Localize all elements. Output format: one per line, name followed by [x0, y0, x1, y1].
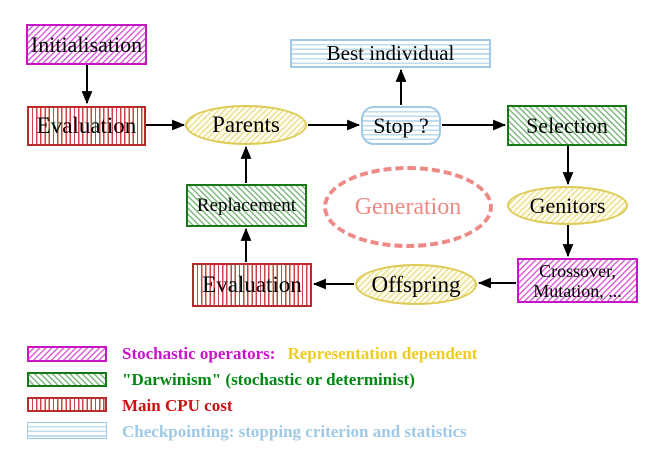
- legend-row-cpu-cost: Main CPU cost: [122, 395, 232, 417]
- legend-label-stochastic-operators: Stochastic operators:: [122, 344, 276, 363]
- node-generation: Generation: [323, 166, 493, 248]
- legend-label-cpu-cost: Main CPU cost: [122, 396, 233, 415]
- legend-swatch-cpu-cost: [27, 397, 107, 412]
- node-offspring-label: Offspring: [371, 271, 461, 297]
- node-replacement: Replacement: [186, 184, 307, 227]
- node-best-individual-label: Best individual: [326, 41, 455, 65]
- legend-row-stochastic-operators: Stochastic operators: Representation dep…: [122, 343, 477, 365]
- legend-row-darwinism: "Darwinism" (stochastic or determinist): [122, 369, 415, 391]
- node-parents: Parents: [185, 105, 307, 145]
- legend-swatch-darwinism: [27, 372, 107, 387]
- node-crossover-mutation: Crossover, Mutation, ...: [517, 258, 638, 303]
- legend-label-checkpointing: Checkpointing: stopping criterion and st…: [122, 422, 467, 441]
- node-evaluation-top: Evaluation: [27, 106, 146, 146]
- node-best-individual: Best individual: [290, 39, 491, 68]
- legend-swatch-checkpointing: [27, 422, 107, 439]
- legend-label-representation-dependent: Representation dependent: [287, 344, 478, 363]
- node-genitors: Genitors: [507, 186, 628, 225]
- legend-label-darwinism: "Darwinism" (stochastic or determinist): [122, 370, 415, 389]
- node-stop: Stop ?: [361, 106, 441, 145]
- node-selection: Selection: [507, 105, 627, 146]
- legend-swatch-stochastic-operators: [27, 346, 107, 362]
- node-parents-label: Parents: [212, 112, 280, 137]
- node-initialisation-label: Initialisation: [30, 31, 143, 57]
- node-evaluation-top-label: Evaluation: [36, 113, 137, 138]
- node-evaluation-bottom-label: Evaluation: [202, 272, 302, 297]
- node-initialisation: Initialisation: [26, 24, 147, 65]
- node-offspring: Offspring: [355, 264, 477, 305]
- node-evaluation-bottom: Evaluation: [192, 263, 312, 307]
- node-generation-label: Generation: [354, 193, 462, 220]
- node-genitors-label: Genitors: [529, 192, 606, 218]
- node-stop-label: Stop ?: [373, 112, 429, 138]
- legend-row-checkpointing: Checkpointing: stopping criterion and st…: [122, 421, 467, 443]
- node-replacement-label: Replacement: [196, 194, 297, 216]
- node-selection-label: Selection: [526, 112, 608, 138]
- node-crossover-line2: Mutation, ...: [533, 280, 622, 301]
- node-crossover-line1: Crossover,: [539, 260, 616, 281]
